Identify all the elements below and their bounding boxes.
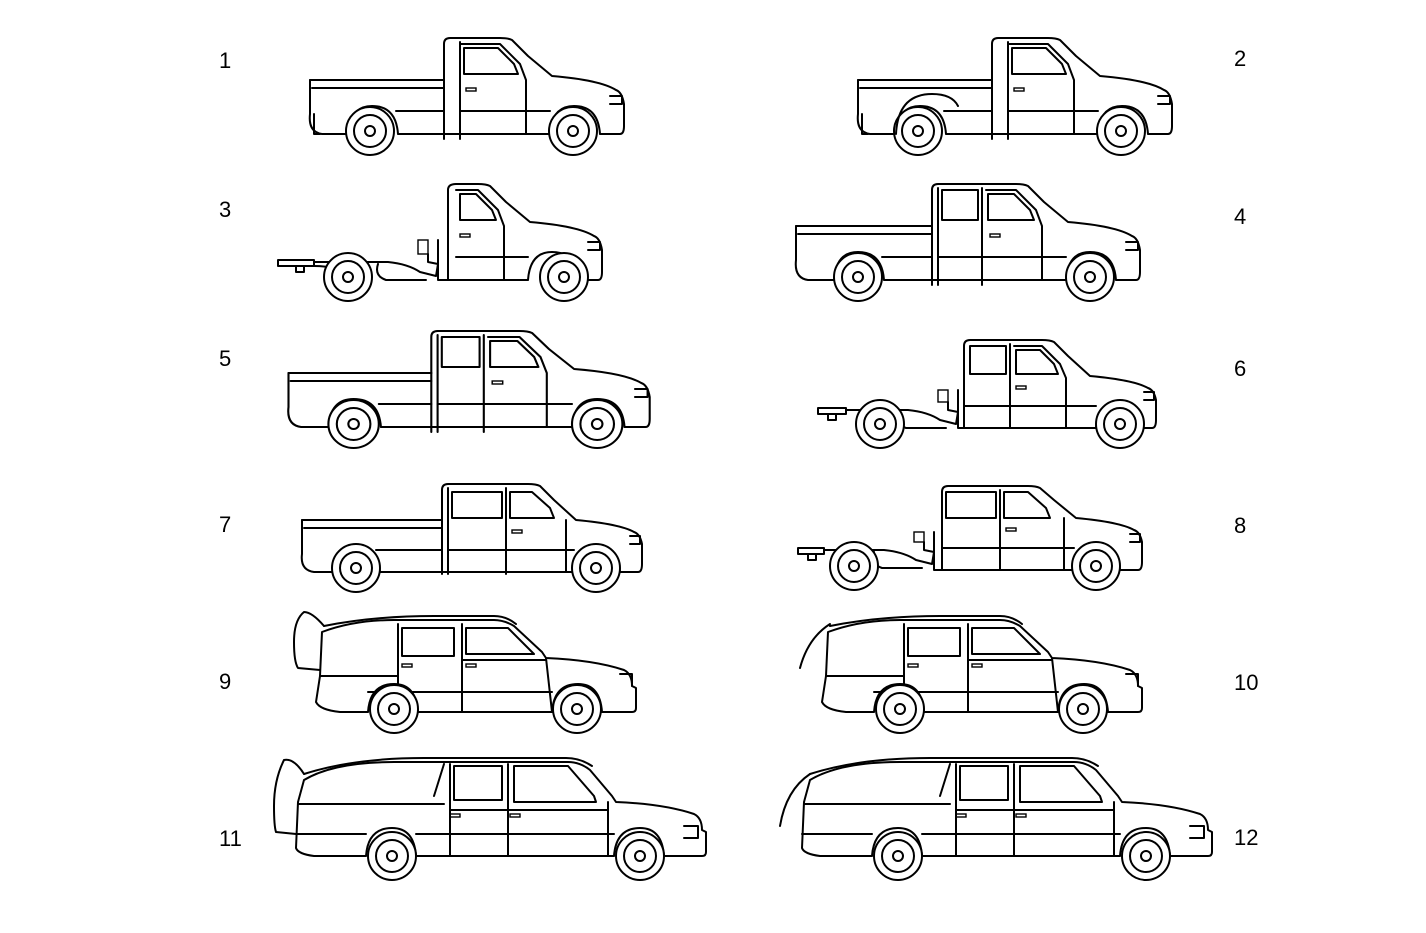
vehicle-4-extended-cab-pickup	[796, 184, 1140, 301]
label-1: 1	[219, 48, 232, 73]
label-12: 12	[1234, 825, 1259, 850]
vehicle-8-crew-cab-chassis	[798, 486, 1142, 590]
label-4: 4	[1234, 204, 1247, 229]
label-2: 2	[1234, 46, 1247, 71]
label-7: 7	[219, 512, 232, 537]
vehicle-2-regular-cab-pickup	[858, 38, 1172, 155]
vehicle-10-suv	[799, 616, 1142, 733]
vehicle-7-crew-cab-pickup	[302, 484, 642, 592]
label-10: 10	[1234, 670, 1259, 695]
vehicle-3-regular-cab-chassis	[278, 184, 602, 301]
label-11: 11	[219, 826, 242, 851]
vehicle-12-long-suv	[779, 758, 1212, 880]
label-3: 3	[219, 197, 232, 222]
vehicle-11-long-suv	[273, 758, 706, 880]
label-6: 6	[1234, 356, 1247, 381]
vehicle-6-extended-cab-chassis	[818, 340, 1156, 448]
vehicle-9-suv	[293, 611, 636, 733]
label-9: 9	[219, 669, 232, 694]
vehicle-5-extended-cab-pickup	[288, 331, 649, 448]
label-5: 5	[219, 346, 232, 371]
label-8: 8	[1234, 513, 1247, 538]
vehicle-1-regular-cab-pickup	[310, 38, 624, 155]
